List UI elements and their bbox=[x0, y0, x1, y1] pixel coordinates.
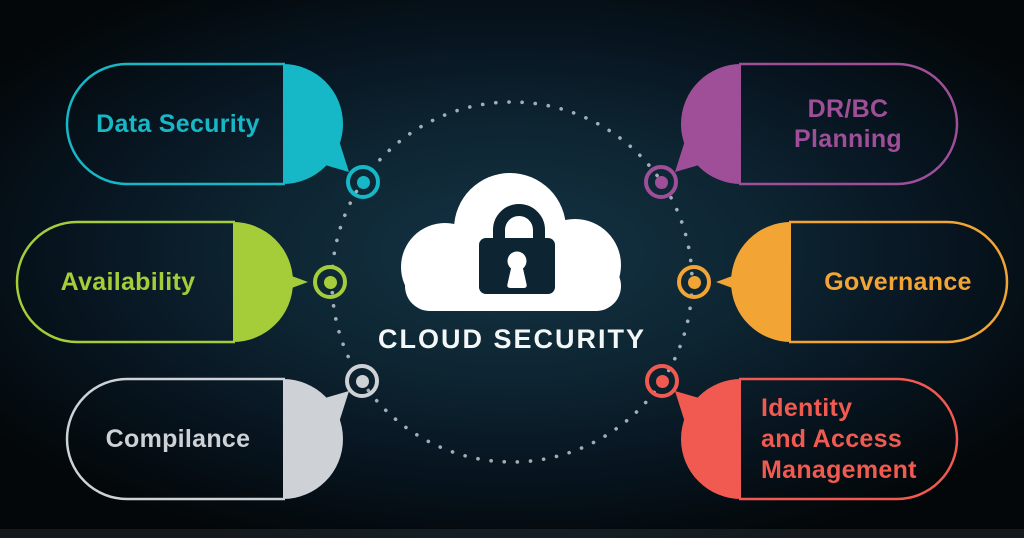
speech-tail bbox=[675, 128, 723, 172]
diagram-title: CLOUD SECURITY bbox=[377, 324, 646, 354]
bubble-compliance: Compilance bbox=[63, 375, 403, 505]
speech-tail bbox=[675, 391, 723, 435]
pill-outline bbox=[739, 62, 959, 186]
connector-node-governance bbox=[677, 265, 711, 299]
connector-node-compliance bbox=[345, 364, 379, 398]
cloud-lock-icon bbox=[395, 165, 630, 320]
pill-outline bbox=[65, 62, 285, 186]
connector-node-data-security bbox=[346, 165, 380, 199]
bubble-label-line: Identity bbox=[761, 393, 853, 422]
pill-outline bbox=[65, 377, 285, 501]
speech-tail bbox=[716, 264, 765, 300]
pill-outline bbox=[739, 377, 959, 501]
bubble-label: Compilance bbox=[105, 425, 251, 453]
bubble-identity-access-management: Identity and Access Management bbox=[621, 375, 961, 505]
bubble-label: Identity and Access Management bbox=[761, 376, 966, 502]
connector-node-identity-access-management bbox=[645, 364, 679, 398]
speech-tail bbox=[259, 264, 308, 300]
speech-tail bbox=[301, 391, 349, 435]
bubble-label: Data Security bbox=[96, 110, 260, 138]
bubble-data-security: Data Security bbox=[63, 60, 403, 190]
bubble-label: Governance bbox=[824, 268, 972, 296]
bubble-availability: Availability bbox=[13, 218, 353, 348]
connector-node-drbc-planning bbox=[644, 165, 678, 199]
bottom-edge-strip bbox=[0, 529, 1024, 538]
speech-tail bbox=[301, 128, 349, 172]
bubble-drbc-planning: DR/BC Planning bbox=[621, 60, 961, 190]
bubble-label: DR/BC Planning bbox=[794, 95, 902, 153]
pill-outline bbox=[789, 220, 1009, 344]
bubble-label: Availability bbox=[60, 268, 196, 296]
bubble-label-line: and Access bbox=[761, 424, 903, 453]
connector-node-availability bbox=[313, 265, 347, 299]
bubble-governance: Governance bbox=[671, 218, 1011, 348]
padlock-icon bbox=[479, 204, 555, 294]
bubble-label-line: Management bbox=[761, 455, 917, 484]
pill-outline bbox=[15, 220, 235, 344]
